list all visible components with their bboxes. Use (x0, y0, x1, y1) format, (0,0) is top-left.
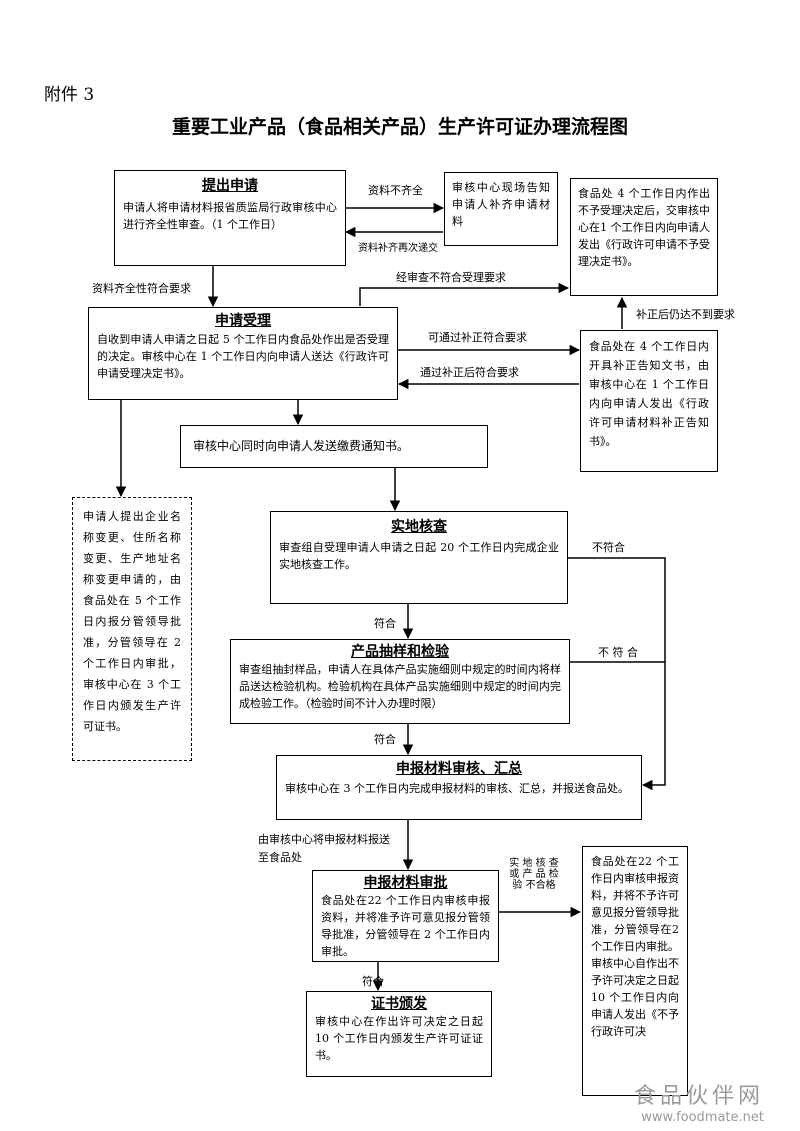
step-fee-notice-text: 审核中心同时向申请人发送缴费通知书。 (193, 439, 410, 453)
step-certificate-title: 证书颁发 (371, 996, 427, 1012)
page-title: 重要工业产品（食品相关产品）生产许可证办理流程图 (171, 116, 628, 138)
step-acceptance: 申请受理 自收到申请人申请之日起 5 个工作日内食品处作出是否受理的决定。审核中… (88, 307, 398, 400)
label-to-food-dept: 由审核中心将申报材料报送至食品处 (258, 833, 390, 864)
step-review-text: 审核中心在 3 个工作日内完成申报材料的审核、汇总，并报送食品处。 (285, 782, 629, 795)
step-certificate-text: 审核中心在作出许可决定之日起 10 个工作日内颁发生产许可证证书。 (315, 1015, 483, 1062)
label-incomplete: 资料不齐全 (368, 184, 423, 197)
step-submit-title: 提出申请 (202, 178, 258, 194)
step-sampling-title: 产品抽样和检验 (351, 644, 449, 660)
label-nonconform-sampling: 不 符 合 (598, 646, 638, 659)
step-onsite: 实地核查 审查组自受理申请人申请之日起 20 个工作日内完成企业实地核查工作。 (270, 511, 568, 604)
label-conform-approval: 符合 (362, 975, 384, 988)
label-not-meet-acceptance: 经审查不符合受理要求 (396, 271, 506, 284)
step-reject-license: 食品处在22 个工作日内审核申报资料，并将不予许可意见报分管领导批准，分管领导在… (582, 846, 688, 1096)
step-fee-notice: 审核中心同时向申请人发送缴费通知书。 (180, 425, 488, 468)
label-nonconform-onsite: 不符合 (592, 541, 625, 554)
step-approval-title: 申报材料审批 (363, 875, 448, 891)
step-reject-acceptance: 食品处 4 个工作日内作出不予受理决定后，交审核中心在1 个工作日内向申请人发出… (570, 178, 718, 296)
step-onsite-text: 审查组自受理申请人申请之日起 20 个工作日内完成企业实地核查工作。 (279, 541, 559, 571)
annex-label: 附件 3 (44, 85, 95, 105)
step-correction-notice-text: 食品处在 4 个工作日内开具补正告知文书，由审核中心在 1 个工作日内向申请人发… (589, 340, 709, 448)
watermark: 食品伙伴网 www.foodmate.net (634, 1078, 764, 1125)
label-complete: 资料齐全性符合要求 (92, 282, 191, 295)
step-supplement-notice: 审核中心现场告知申请人补齐申请材料 (444, 172, 558, 246)
step-correction-notice: 食品处在 4 个工作日内开具补正告知文书，由审核中心在 1 个工作日内向申请人发… (580, 330, 718, 472)
arrow-nonconform-onsite (568, 557, 666, 791)
label-resubmit: 资料补齐再次递交 (358, 243, 438, 254)
step-acceptance-title: 申请受理 (215, 313, 271, 329)
label-conform-onsite: 符合 (374, 617, 396, 630)
step-change-request: 申请人提出企业名称变更、住所名称变更、生产地址名称变更申请的，由食品处在 5 个… (72, 497, 192, 761)
watermark-name: 食品伙伴网 (633, 1084, 764, 1109)
step-certificate: 证书颁发 审核中心在作出许可决定之日起 10 个工作日内颁发生产许可证证书。 (306, 991, 492, 1077)
step-review-title: 申报材料审核、汇总 (396, 761, 522, 777)
step-approval-text: 食品处在22 个工作日内审核申报资料，并将准予许可意见报分管领导批准，分管领导在… (321, 894, 490, 958)
watermark-url: www.foodmate.net (641, 1110, 764, 1125)
step-submit-text: 申请人将申请材料报省质监局行政审核中心进行齐全性审查。（1 个工作日） (123, 201, 337, 231)
step-onsite-title: 实地核查 (391, 519, 447, 535)
label-meet-after: 通过补正后符合要求 (420, 366, 519, 379)
arrow-not-meet-acceptance (359, 282, 570, 306)
step-supplement-notice-text: 审核中心现场告知申请人补齐申请材料 (452, 181, 550, 228)
label-still-not-meet: 补正后仍达不到要求 (636, 308, 735, 321)
step-sampling-text: 审查组抽封样品，申请人在具体产品实施细则中规定的时间内将样品送达检验机构。检验机… (239, 663, 561, 710)
step-approval: 申报材料审批 食品处在22 个工作日内审核申报资料，并将准予许可意见报分管领导批… (312, 870, 499, 962)
step-sampling: 产品抽样和检验 审查组抽封样品，申请人在具体产品实施细则中规定的时间内将样品送达… (230, 639, 570, 724)
step-change-request-text: 申请人提出企业名称变更、住所名称变更、生产地址名称变更申请的，由食品处在 5 个… (83, 510, 181, 733)
step-reject-acceptance-text: 食品处 4 个工作日内作出不予受理决定后，交审核中心在1 个工作日内向申请人发出… (578, 187, 710, 268)
label-conform-sampling: 符合 (374, 733, 396, 746)
step-reject-license-text: 食品处在22 个工作日内审核申报资料，并将不予许可意见报分管领导批准，分管领导在… (591, 855, 679, 1038)
step-submit: 提出申请 申请人将申请材料报省质监局行政审核中心进行齐全性审查。（1 个工作日） (114, 170, 346, 266)
label-unqualified: 实 地 核 查 或 产 品 检 验 不合格 (509, 858, 559, 891)
step-review: 申报材料审核、汇总 审核中心在 3 个工作日内完成申报材料的审核、汇总，并报送食… (276, 755, 642, 820)
label-can-meet: 可通过补正符合要求 (428, 331, 527, 344)
step-acceptance-text: 自收到申请人申请之日起 5 个工作日内食品处作出是否受理的决定。审核中心在 1 … (97, 333, 389, 380)
